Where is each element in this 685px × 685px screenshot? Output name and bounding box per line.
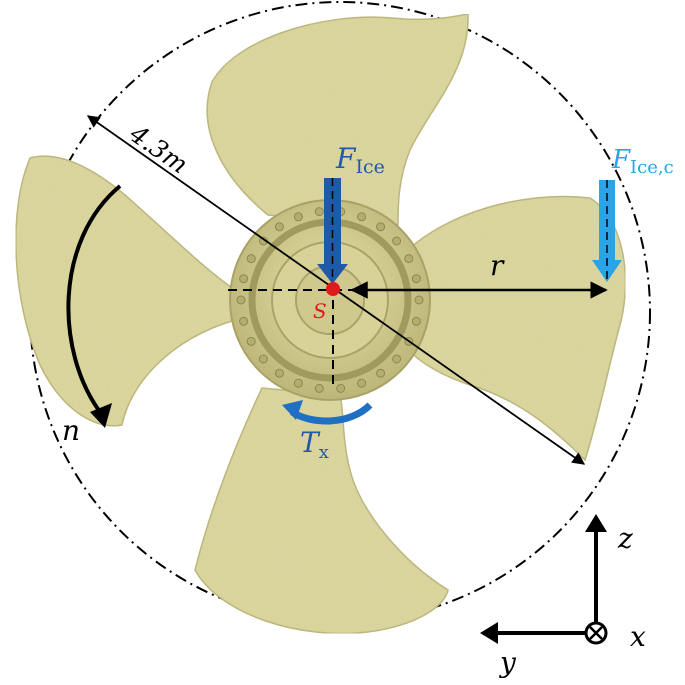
hub-bolt <box>239 274 249 284</box>
blade-left <box>15 155 239 427</box>
torque-arrow <box>282 400 373 425</box>
hub-bolt <box>293 212 303 222</box>
hub-bolt <box>357 378 367 388</box>
blade-right <box>404 195 627 462</box>
hub-bolt <box>411 316 421 326</box>
radius-label: r <box>490 249 505 282</box>
ice-force-arrow <box>317 178 348 284</box>
torque-label: Tx <box>300 426 329 463</box>
hub-bolt <box>392 354 402 364</box>
hub-bolt <box>411 274 421 284</box>
rotation-label: n <box>62 414 80 447</box>
ice-force-tip-arrow <box>592 180 622 282</box>
hub-bolt <box>314 207 324 217</box>
hub-bolt <box>239 316 249 326</box>
hub-bolt <box>246 336 256 346</box>
blade-bottom <box>194 387 449 635</box>
hub-bolt <box>414 295 424 305</box>
hub-bolt <box>376 222 386 232</box>
hub-bolt <box>274 222 284 232</box>
hub-bolt <box>293 378 303 388</box>
hub-bolt <box>236 295 246 305</box>
axis-z-label: z <box>617 522 633 555</box>
center-point <box>326 282 340 296</box>
out-of-plane-circled-cross <box>584 621 608 645</box>
ice-force-label: FIce <box>335 142 385 178</box>
hub-bolt <box>246 254 256 264</box>
hub-bolt <box>258 354 268 364</box>
hub-bolt <box>357 212 367 222</box>
hub-bolt <box>376 368 386 378</box>
hub-bolt <box>314 383 324 393</box>
hub-bolt <box>404 254 414 264</box>
ice-force-tip-label: FIce,c <box>611 145 674 178</box>
hub-bolt <box>336 383 346 393</box>
hub-bolt <box>274 368 284 378</box>
coordinate-axes <box>480 514 608 645</box>
center-label: S <box>313 299 327 323</box>
rotation-arrow <box>66 184 122 428</box>
axis-y-label: y <box>498 646 517 679</box>
diameter-label: 4.3m <box>124 119 193 180</box>
axis-x-label: x <box>630 620 646 653</box>
hub-bolt <box>392 236 402 246</box>
